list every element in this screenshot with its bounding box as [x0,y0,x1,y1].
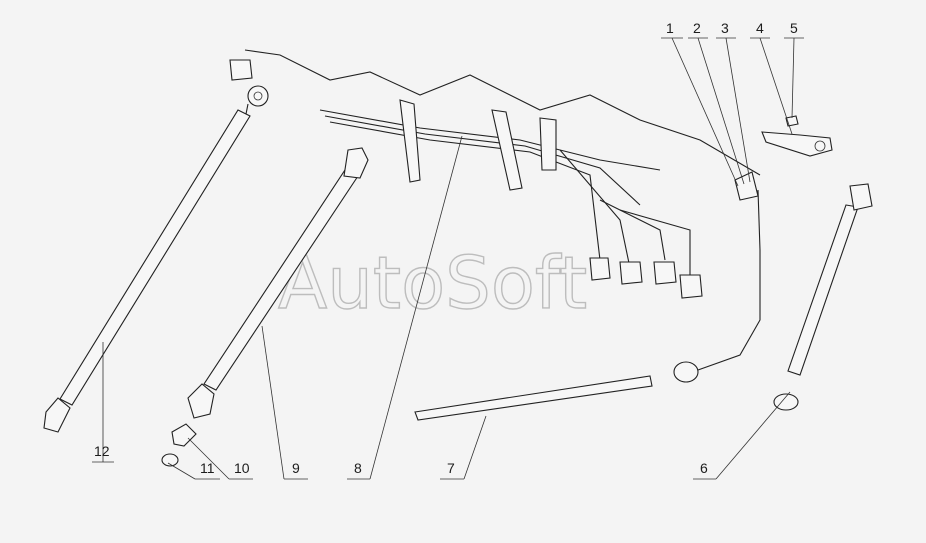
part-7-hose [414,189,761,421]
part-6-hose [773,183,873,411]
part-1-to-5-bracket [734,115,833,201]
callout-5: 5 [790,20,798,36]
callout-4: 4 [756,20,764,36]
watermark-text: AutoSoft [278,241,587,325]
part-9-hose [187,147,369,419]
callout-8: 8 [354,460,362,476]
callout-1: 1 [666,20,674,36]
callout-10: 10 [234,460,250,476]
part-11-washer [161,453,179,467]
callout-9: 9 [292,460,300,476]
part-12-hose [43,85,269,433]
callout-3: 3 [721,20,729,36]
callout-2: 2 [693,20,701,36]
callout-11: 11 [200,460,215,476]
callout-6: 6 [700,460,708,476]
callout-12: 12 [94,443,110,459]
callout-7: 7 [447,460,455,476]
part-8-pipe-bundle [229,49,761,299]
leader-lines [92,37,804,480]
